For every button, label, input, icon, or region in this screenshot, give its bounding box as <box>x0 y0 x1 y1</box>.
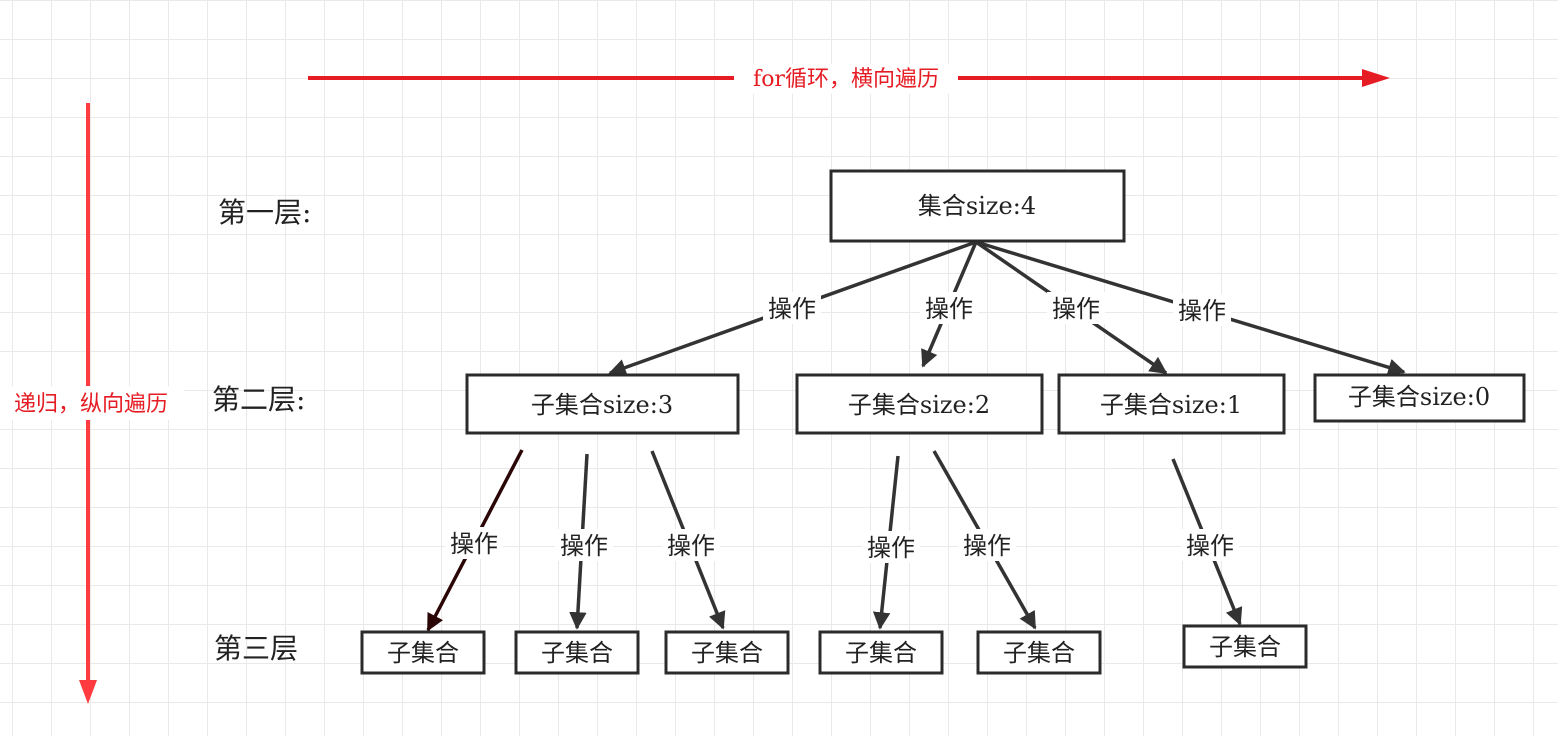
svg-text:操作: 操作 <box>450 530 498 558</box>
edge-label: 操作 <box>862 531 920 563</box>
svg-text:子集合: 子集合 <box>1209 633 1281 661</box>
root-node: 集合size:4 <box>829 169 1126 243</box>
level2-node: 子集合size:1 <box>1057 373 1286 435</box>
edge-label: 操作 <box>1047 292 1105 324</box>
level2-node: 子集合size:2 <box>795 373 1044 435</box>
level3-node: 子集合 <box>976 630 1102 675</box>
level3-node: 子集合 <box>664 630 790 675</box>
svg-text:操作: 操作 <box>925 295 973 323</box>
svg-text:操作: 操作 <box>667 532 715 560</box>
svg-text:操作: 操作 <box>1052 295 1100 323</box>
svg-text:操作: 操作 <box>963 532 1011 560</box>
edge-label: 操作 <box>1181 529 1239 561</box>
horizontal-traversal-label: for循环，横向遍历 <box>753 67 939 92</box>
level3-node: 子集合 <box>360 630 486 675</box>
svg-text:操作: 操作 <box>1178 297 1226 325</box>
root-node-label: 集合size:4 <box>918 192 1036 220</box>
svg-text:子集合size:3: 子集合size:3 <box>531 391 673 419</box>
edge-label: 操作 <box>920 292 978 324</box>
svg-text:子集合size:2: 子集合size:2 <box>848 391 990 419</box>
vertical-traversal-arrow: 递归，纵向遍历 <box>0 103 184 704</box>
horizontal-traversal-arrow: for循环，横向遍历 <box>308 64 1390 94</box>
layer-label-first: 第一层: <box>218 196 311 229</box>
edge-label: 操作 <box>958 529 1016 561</box>
svg-text:操作: 操作 <box>867 534 915 562</box>
vertical-traversal-label: 递归，纵向遍历 <box>14 392 168 417</box>
edge-label: 操作 <box>1173 294 1231 326</box>
edge-label: 操作 <box>662 529 720 561</box>
level3-node: 子集合 <box>1182 624 1308 669</box>
edge-label: 操作 <box>555 529 613 561</box>
svg-text:子集合size:1: 子集合size:1 <box>1100 391 1242 419</box>
svg-text:子集合: 子集合 <box>845 639 917 667</box>
svg-text:子集合: 子集合 <box>541 639 613 667</box>
edge-label: 操作 <box>763 292 821 324</box>
level3-node: 子集合 <box>514 630 640 675</box>
svg-text:操作: 操作 <box>560 532 608 560</box>
layer-label-third: 第三层 <box>214 632 298 665</box>
level2-node: 子集合size:3 <box>465 373 740 435</box>
svg-text:操作: 操作 <box>1186 532 1234 560</box>
svg-text:操作: 操作 <box>768 295 816 323</box>
edge-label: 操作 <box>445 527 503 559</box>
level2-node: 子集合size:0 <box>1313 373 1526 423</box>
svg-text:子集合size:0: 子集合size:0 <box>1348 383 1490 411</box>
svg-text:子集合: 子集合 <box>1003 639 1075 667</box>
svg-text:子集合: 子集合 <box>387 639 459 667</box>
svg-text:子集合: 子集合 <box>691 639 763 667</box>
level3-node: 子集合 <box>818 630 944 675</box>
layer-label-second: 第二层: <box>212 383 305 416</box>
